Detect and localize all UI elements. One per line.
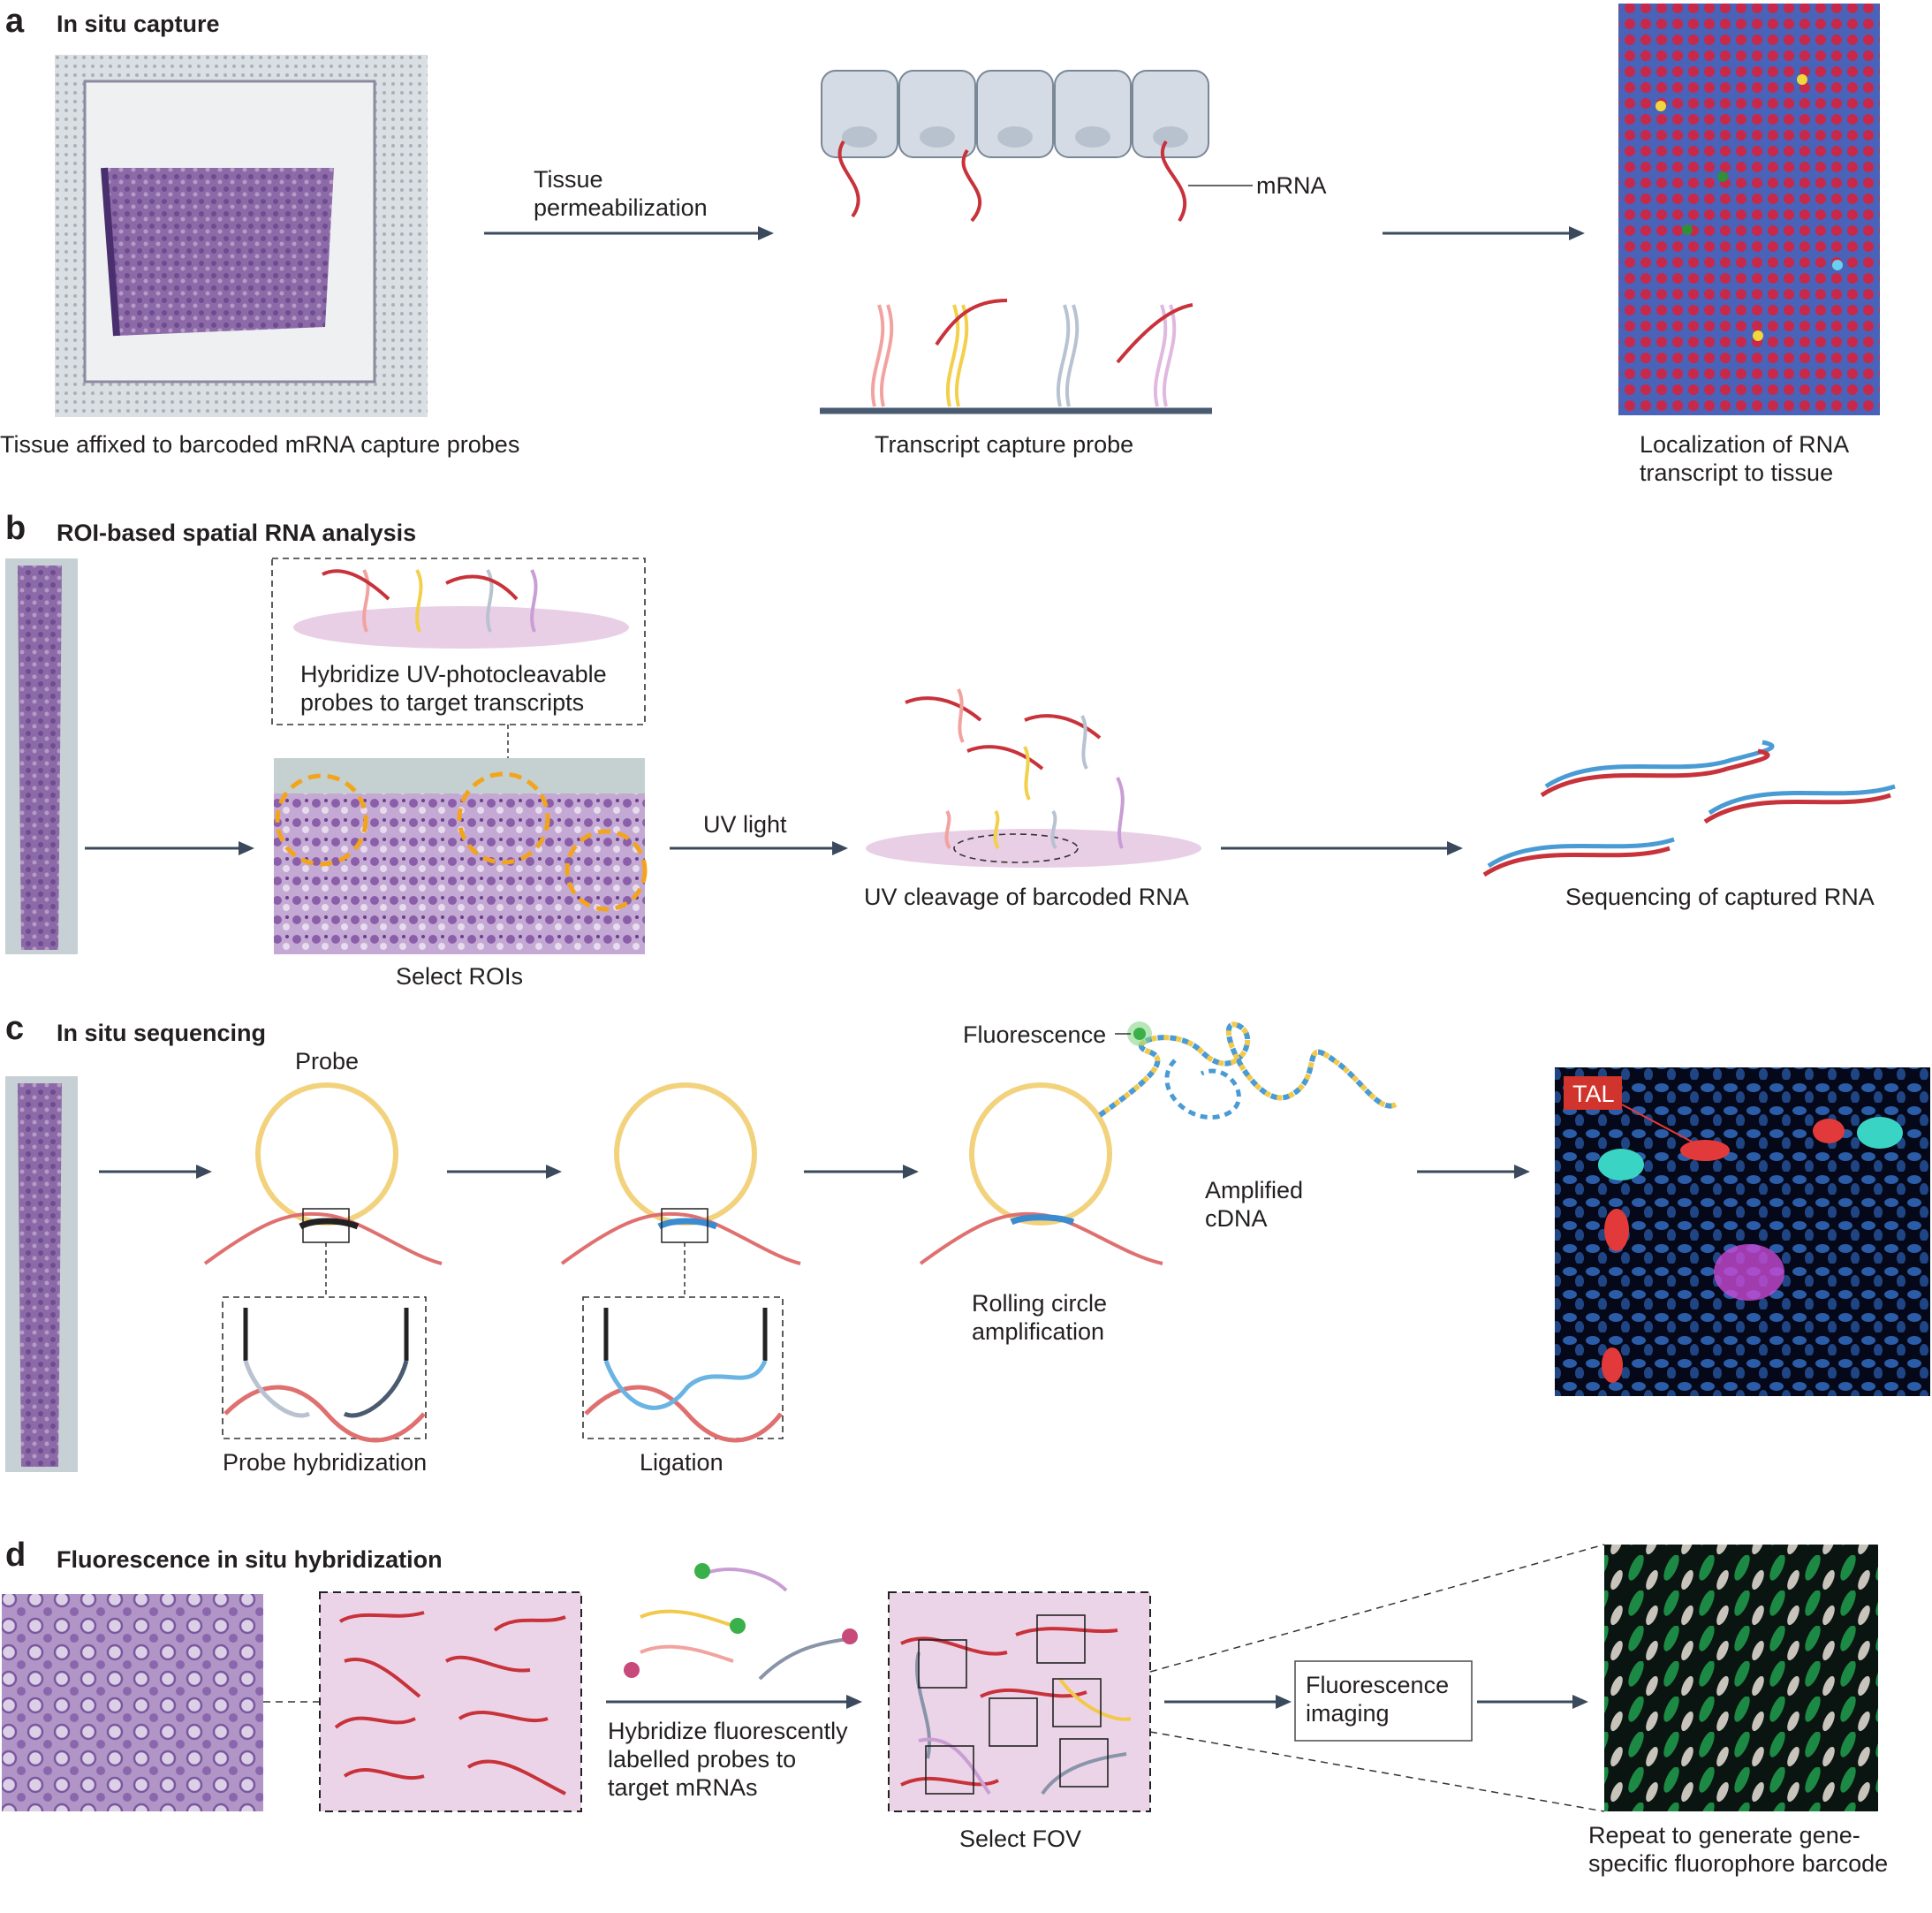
probe-hybridization-diagram xyxy=(203,1082,443,1443)
inset-surface xyxy=(293,606,629,649)
mrna-label: mRNA xyxy=(1256,172,1327,199)
fish-probes xyxy=(624,1563,858,1681)
rca-line2: amplification xyxy=(972,1318,1104,1345)
in-situ-sequencing-image xyxy=(1555,1067,1930,1396)
panel-b: b ROI-based spatial RNA analysis Hybridi… xyxy=(5,510,1896,990)
arrow-label-line1: Tissue xyxy=(534,166,603,193)
amplified-line1: Amplified xyxy=(1205,1177,1303,1203)
arrow-b3 xyxy=(1221,841,1463,855)
arrow-a2 xyxy=(1383,226,1585,240)
inset-box xyxy=(271,558,646,725)
fov-caption: Select FOV xyxy=(959,1826,1081,1852)
tal-label: TAL xyxy=(1572,1081,1615,1107)
inset-line2: probes to target transcripts xyxy=(300,689,584,716)
ligation-diagram xyxy=(560,1082,801,1443)
fluorescence-star-icon xyxy=(1127,1021,1152,1046)
roi-tissue-image xyxy=(274,758,648,954)
arrow-b1 xyxy=(85,841,254,855)
panel-letter: c xyxy=(5,1010,24,1047)
arrow-c3 xyxy=(804,1165,919,1179)
arrow-d2 xyxy=(1164,1695,1292,1709)
hybridization-caption: Probe hybridization xyxy=(223,1449,427,1476)
arrow-d3 xyxy=(1477,1695,1588,1709)
panel-title: ROI-based spatial RNA analysis xyxy=(57,520,416,546)
mrna-strands xyxy=(837,140,1187,223)
probe-caption: Transcript capture probe xyxy=(875,431,1133,458)
released-probes xyxy=(905,688,1102,801)
panel-letter: a xyxy=(5,3,25,40)
arrow-label-line2: permeabilization xyxy=(534,194,708,221)
result-caption-line2: transcript to tissue xyxy=(1640,459,1833,486)
capture-probes xyxy=(870,299,1193,407)
arrow-a1 xyxy=(484,226,774,240)
arrow-b2 xyxy=(670,841,848,855)
ligation-caption: Ligation xyxy=(640,1449,724,1476)
panel-title: Fluorescence in situ hybridization xyxy=(57,1546,443,1573)
hybridize-line3: target mRNAs xyxy=(608,1774,758,1801)
arrow-d1 xyxy=(606,1695,862,1709)
imaging-line2: imaging xyxy=(1306,1700,1390,1727)
mrna-field xyxy=(319,1591,582,1812)
arrow-c1 xyxy=(99,1165,212,1179)
panel-a: a In situ capture Tissue affixed to barc… xyxy=(0,3,1880,486)
rca-diagram xyxy=(919,1021,1398,1265)
tissue-slide-image xyxy=(55,55,428,417)
panel-letter: d xyxy=(5,1537,26,1574)
inset-line1: Hybridize UV-photocleavable xyxy=(300,661,607,687)
tal-badge xyxy=(1564,1076,1622,1110)
tissue-caption: Tissue affixed to barcoded mRNA capture … xyxy=(0,431,519,458)
tissue-strip-image xyxy=(5,558,78,954)
panel-title: In situ capture xyxy=(57,11,220,37)
sequencing-caption: Sequencing of captured RNA xyxy=(1565,884,1875,910)
roi-caption: Select ROIs xyxy=(396,963,523,990)
rca-line1: Rolling circle xyxy=(972,1290,1107,1317)
tissue-section-image xyxy=(2,1594,263,1811)
probe-label: Probe xyxy=(295,1048,359,1074)
spatial-spot-image xyxy=(1618,4,1880,415)
repeat-line2: specific fluorophore barcode xyxy=(1588,1850,1888,1877)
panel-letter: b xyxy=(5,510,26,547)
cleavage-caption: UV cleavage of barcoded RNA xyxy=(864,884,1189,910)
arrow-c2 xyxy=(447,1165,562,1179)
hybridize-line1: Hybridize fluorescently xyxy=(608,1718,848,1744)
panel-d: d Fluorescence in situ hybridization xyxy=(2,1537,1888,1877)
fluorescence-label: Fluorescence xyxy=(963,1021,1106,1048)
uv-label: UV light xyxy=(703,811,787,838)
fish-image xyxy=(1604,1545,1878,1811)
arrow-c4 xyxy=(1417,1165,1530,1179)
amplified-line2: cDNA xyxy=(1205,1205,1268,1232)
result-caption-line1: Localization of RNA xyxy=(1640,431,1849,458)
cleavage-surface xyxy=(866,829,1201,868)
fov-field xyxy=(888,1591,1151,1812)
tissue-strip-image xyxy=(5,1076,78,1472)
repeat-line1: Repeat to generate gene- xyxy=(1588,1822,1860,1848)
hybridize-line2: labelled probes to xyxy=(608,1746,796,1773)
imaging-line1: Fluorescence xyxy=(1306,1672,1449,1698)
sequenced-rna xyxy=(1482,740,1896,877)
panel-title: In situ sequencing xyxy=(57,1020,266,1046)
inset-probes xyxy=(322,569,538,633)
cell-row xyxy=(821,70,1209,158)
panel-c: c In situ sequencing Probe Probe hybridi… xyxy=(5,1010,1930,1476)
imaging-box xyxy=(1294,1660,1473,1742)
